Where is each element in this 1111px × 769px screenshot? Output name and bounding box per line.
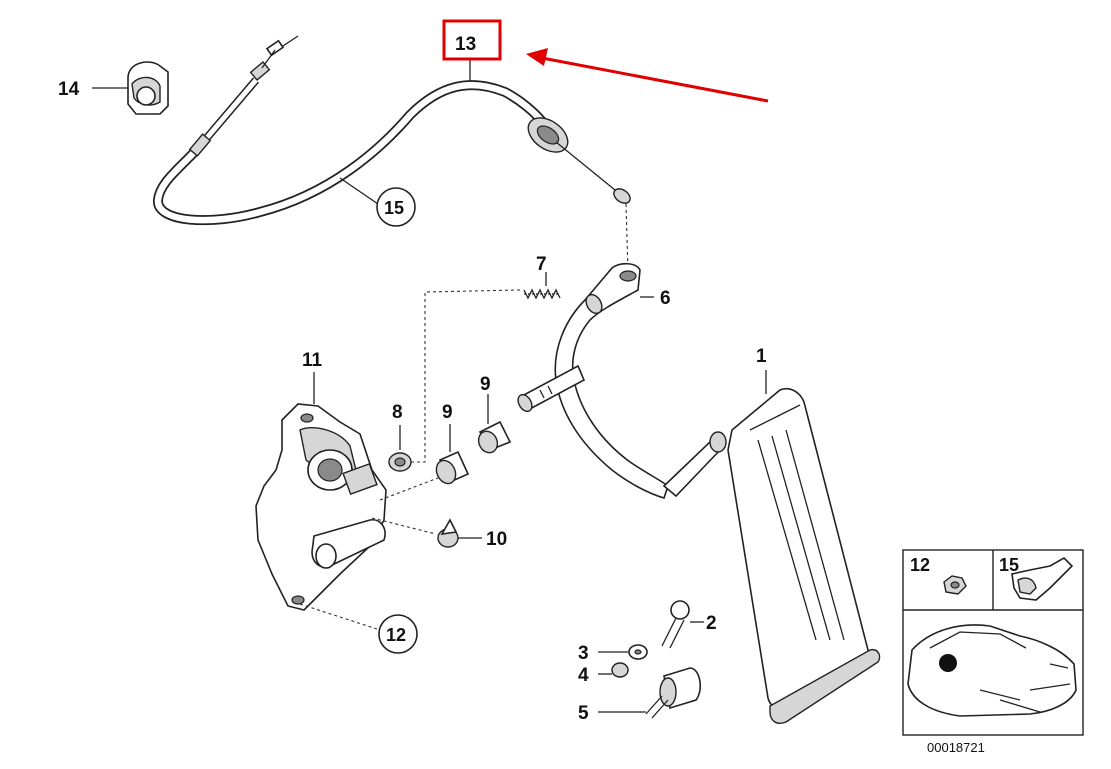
label-15-circle <box>376 187 416 227</box>
part-3-washer <box>598 644 648 660</box>
inset-label-15: 15 <box>999 555 1019 575</box>
part-9-bushing-left <box>435 424 470 485</box>
label-15: 15 <box>384 198 404 218</box>
label-4: 4 <box>578 665 589 686</box>
part-9-bushing-right <box>477 394 512 454</box>
label-11: 11 <box>302 350 323 371</box>
part-8-bushing <box>388 425 412 472</box>
label-3: 3 <box>578 643 589 664</box>
label-12: 12 <box>386 625 406 645</box>
diagram-code: 00018721 <box>927 740 985 755</box>
inset-clip-icon <box>1011 557 1074 601</box>
part-2-bolt <box>661 600 704 649</box>
label-5: 5 <box>578 703 589 724</box>
label-2: 2 <box>706 613 717 634</box>
red-arrow <box>526 48 769 103</box>
label-10: 10 <box>486 529 507 550</box>
part-5-sensor <box>598 667 702 719</box>
part-6-lever <box>517 262 727 499</box>
label-14: 14 <box>58 79 80 100</box>
inset-car-icon <box>907 624 1077 717</box>
label-1: 1 <box>756 346 767 367</box>
part-4-nut <box>598 662 629 678</box>
part-7-spring <box>408 272 561 463</box>
label-6: 6 <box>660 288 671 309</box>
part-11-housing <box>255 372 439 631</box>
label-7: 7 <box>536 254 547 275</box>
label-13: 13 <box>455 34 476 55</box>
part-10-clip <box>437 518 482 548</box>
part-1-pedal <box>727 370 881 724</box>
highlight-box-13 <box>442 19 502 61</box>
label-9b: 9 <box>480 374 491 395</box>
inset-panel <box>902 549 1084 736</box>
label-8: 8 <box>392 402 403 423</box>
label-9a: 9 <box>442 402 453 423</box>
label-12-circle <box>378 614 418 654</box>
inset-nut-icon <box>943 575 967 595</box>
inset-label-12: 12 <box>910 555 930 575</box>
part-13-cable <box>153 35 631 273</box>
part-14-clip <box>92 61 169 115</box>
